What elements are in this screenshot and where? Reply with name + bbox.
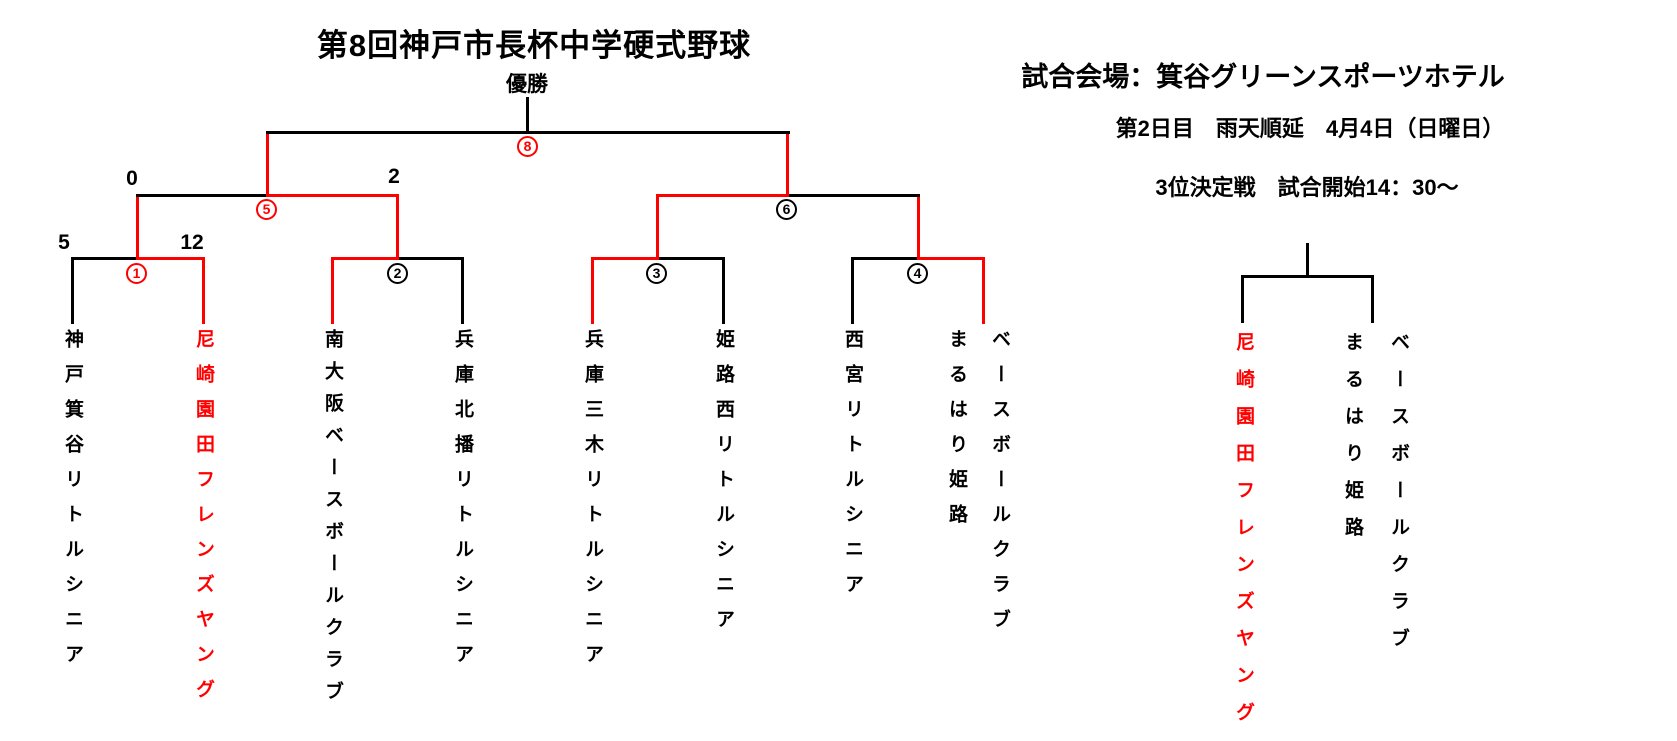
line-match4-bar-left bbox=[851, 257, 917, 260]
team-nishinomiya: 西宮リトルシニア bbox=[842, 329, 863, 609]
line-match1-bar-left bbox=[71, 257, 136, 260]
line-team2-drop bbox=[202, 257, 205, 324]
line-semi6-bar-right bbox=[789, 194, 920, 197]
schedule-line: 第2日目 雨天順延 4月4日（日曜日） bbox=[1115, 116, 1505, 141]
team-kobe-minotani: 神戸箕谷リトルシニア bbox=[62, 329, 83, 679]
thirdplace-team-left: 尼崎園田フレンズヤング bbox=[1233, 332, 1254, 739]
match2-number-badge: 2 bbox=[387, 263, 408, 284]
line-match2-bar-right bbox=[399, 257, 464, 260]
line-team8-drop bbox=[982, 257, 985, 324]
team-hyogo-hokuban: 兵庫北播リトルシニア bbox=[452, 329, 473, 679]
line-match4-bar-right bbox=[917, 257, 985, 260]
line-match3-bar-right bbox=[659, 257, 725, 260]
match1-score-right: 12 bbox=[180, 231, 204, 254]
line-thirdplace-right bbox=[1371, 275, 1374, 323]
line-match1-bar-right bbox=[136, 257, 205, 260]
champion-label: 優勝 bbox=[506, 73, 548, 96]
line-match3-bar-left bbox=[591, 257, 659, 260]
match1-number-badge: 1 bbox=[126, 263, 147, 284]
match6-number-badge: 6 bbox=[776, 199, 797, 220]
match4-number-badge: 4 bbox=[907, 263, 928, 284]
team-hyogo-miki: 兵庫三木リトルシニア bbox=[582, 329, 603, 679]
page-title: 第8回神戸市長杯中学硬式野球 bbox=[316, 28, 752, 63]
line-semi5-bar-right bbox=[266, 194, 399, 197]
line-team1-drop bbox=[71, 257, 74, 324]
line-team6-drop bbox=[722, 257, 725, 324]
match1-score-left: 5 bbox=[58, 231, 70, 254]
line-team5-drop bbox=[591, 257, 594, 324]
team-amagasaki-sonoda: 尼崎園田フレンズヤング bbox=[193, 329, 214, 714]
line-semi6-right-feed bbox=[917, 194, 920, 260]
line-final-left-feed bbox=[266, 131, 269, 197]
line-thirdplace-tick bbox=[1306, 243, 1309, 278]
line-thirdplace-left bbox=[1241, 275, 1244, 323]
line-final-right-feed bbox=[786, 131, 789, 197]
line-champion-tick bbox=[526, 97, 529, 134]
thirdplace-team-right: ベースボールクラブ まるはり姫路 bbox=[1342, 332, 1409, 665]
venue-line: 試合会場：箕谷グリーンスポーツホテル bbox=[1021, 62, 1505, 92]
line-semi6-left-feed bbox=[656, 194, 659, 260]
third-place-info-line: 3位決定戦 試合開始14：30～ bbox=[1155, 175, 1459, 200]
line-team4-drop bbox=[461, 257, 464, 324]
line-semi5-right-feed bbox=[396, 194, 399, 260]
match5-number-badge: 5 bbox=[256, 199, 277, 220]
line-team3-drop bbox=[331, 257, 334, 324]
match3-number-badge: 3 bbox=[646, 263, 667, 284]
line-match2-bar-left bbox=[331, 257, 399, 260]
line-thirdplace-bar bbox=[1241, 275, 1374, 278]
line-semi6-bar-left bbox=[656, 194, 789, 197]
team-himeji-nishi: 姫路西リトルシニア bbox=[713, 329, 734, 644]
line-team7-drop bbox=[851, 257, 854, 324]
line-final-bar bbox=[266, 131, 790, 134]
match5-score-left: 0 bbox=[126, 167, 138, 190]
team-maruhari-himeji: ベースボールクラブ まるはり姫路 bbox=[946, 329, 1010, 644]
team-minami-osaka: 南大阪ベースボールクラブ bbox=[322, 329, 343, 713]
line-semi5-bar-left bbox=[136, 194, 266, 197]
match8-number-badge: 8 bbox=[517, 136, 538, 157]
line-semi5-left-feed bbox=[136, 194, 139, 260]
match5-score-right: 2 bbox=[388, 165, 400, 188]
